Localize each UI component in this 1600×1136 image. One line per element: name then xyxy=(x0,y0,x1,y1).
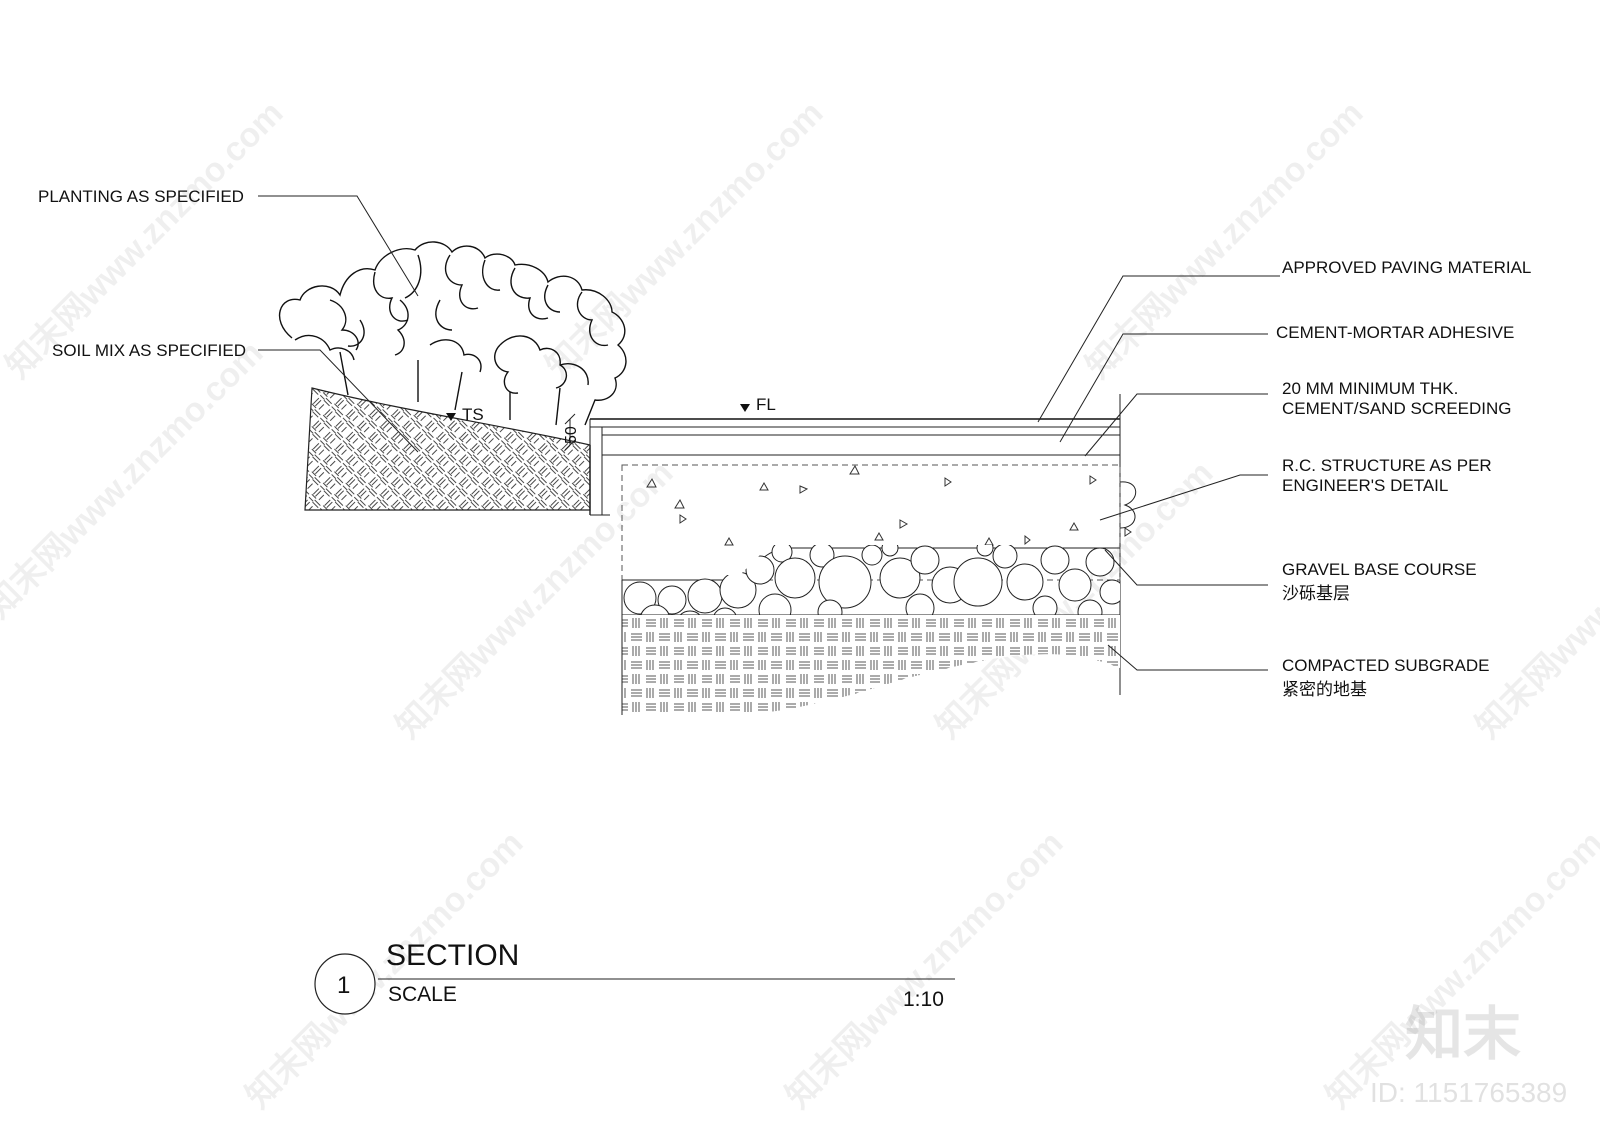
watermark-text: 知末网www.znzmo.com xyxy=(1469,454,1600,746)
scale-label: SCALE xyxy=(388,983,457,1006)
section-number: 1 xyxy=(337,972,350,999)
level-marker-ts: TS xyxy=(446,405,484,424)
watermark-logo: 知末 ID: 1151765389 xyxy=(1370,1002,1567,1108)
leader-lines xyxy=(258,195,1280,671)
watermark-text: 知末网www.znzmo.com xyxy=(779,824,1071,1116)
soil-mix-body xyxy=(304,387,591,511)
gravel-base xyxy=(622,545,1120,616)
watermark-text: 知末网www.znzmo.com xyxy=(0,334,271,626)
section-number-circle xyxy=(314,953,376,1015)
scale-value: 1:10 xyxy=(903,988,944,1011)
label-rc-2: ENGINEER'S DETAIL xyxy=(1282,476,1448,495)
fl-label: FL xyxy=(756,395,776,414)
ts-label: TS xyxy=(462,405,484,424)
watermark-layer: 知末网www.znzmo.com 知末网www.znzmo.com 知末网www… xyxy=(0,94,1600,1116)
watermark-text: 知末网www.znzmo.com xyxy=(539,94,831,386)
section-title: SECTION xyxy=(386,939,519,972)
logo-text: 知末 xyxy=(1405,1002,1521,1067)
label-gravel-en: GRAVEL BASE COURSE xyxy=(1282,560,1477,579)
label-rc-1: R.C. STRUCTURE AS PER xyxy=(1282,456,1492,475)
dimension-50: 50 xyxy=(563,413,580,451)
label-planting: PLANTING AS SPECIFIED xyxy=(38,187,244,206)
title-block: 1 SECTION SCALE 1:10 xyxy=(314,939,955,1015)
label-screeding-2: CEMENT/SAND SCREEDING xyxy=(1282,399,1512,418)
label-subgrade-en: COMPACTED SUBGRADE xyxy=(1282,656,1490,675)
label-soil-mix: SOIL MIX AS SPECIFIED xyxy=(52,341,246,360)
shrub-planting xyxy=(278,241,627,426)
dimension-label: 50 xyxy=(563,426,580,444)
label-approved-paving: APPROVED PAVING MATERIAL xyxy=(1282,258,1531,277)
label-gravel-cn: 沙砾基层 xyxy=(1282,584,1350,603)
image-id: ID: 1151765389 xyxy=(1370,1077,1567,1108)
label-subgrade-cn: 紧密的地基 xyxy=(1282,680,1367,699)
level-marker-fl: FL xyxy=(740,395,776,414)
watermark-text: 知末网www.znzmo.com xyxy=(1319,824,1600,1116)
compacted-subgrade xyxy=(621,580,1120,716)
label-screeding-1: 20 MM MINIMUM THK. xyxy=(1282,379,1458,398)
label-cement-mortar: CEMENT-MORTAR ADHESIVE xyxy=(1276,323,1514,342)
